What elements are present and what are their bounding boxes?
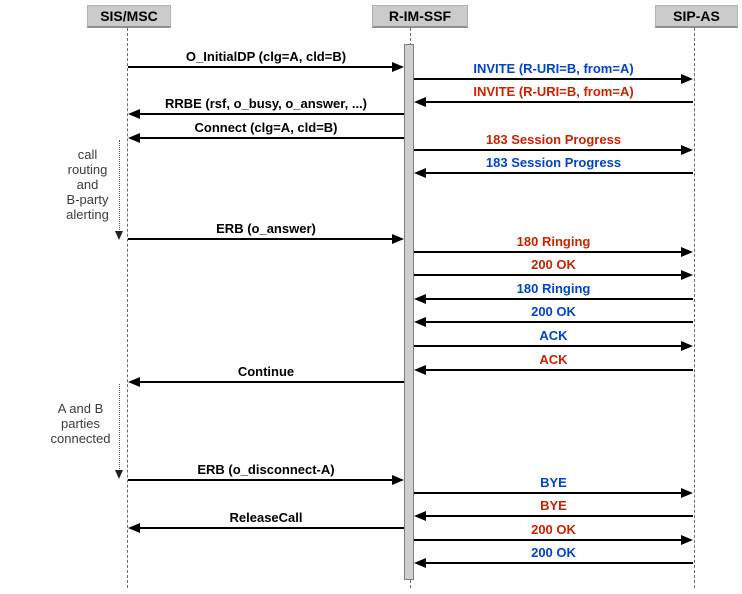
- message-label: 200 OK: [531, 304, 576, 319]
- arrowhead-right-icon: [681, 341, 693, 351]
- message-arrow-line: [139, 137, 404, 139]
- message-label: ACK: [539, 352, 568, 367]
- message-label: 183 Session Progress: [485, 155, 622, 170]
- message-arrow-line: [128, 238, 393, 240]
- message-label: Continue: [237, 364, 295, 379]
- annotation-line: call: [77, 147, 98, 162]
- message-arrow-line: [414, 274, 682, 276]
- arrowhead-left-icon: [128, 133, 140, 143]
- message-label: INVITE (R-URI=B, from=A): [473, 61, 634, 76]
- message-label: 200 OK: [531, 545, 576, 560]
- message-arrow-line: [414, 345, 682, 347]
- message-arrow-line: [425, 172, 693, 174]
- activation-bar: [404, 44, 414, 580]
- arrowhead-down-icon: [115, 231, 123, 240]
- message-label: 200 OK: [531, 257, 576, 272]
- message-arrow-line: [128, 66, 393, 68]
- message-label: 180 Ringing: [516, 281, 591, 296]
- message-arrow-line: [139, 527, 404, 529]
- message-arrow-line: [414, 251, 682, 253]
- message-arrow-line: [414, 149, 682, 151]
- message-label: 200 OK: [531, 522, 576, 537]
- arrowhead-left-icon: [414, 97, 426, 107]
- arrowhead-left-icon: [414, 558, 426, 568]
- annotation-duration-line: [119, 384, 120, 471]
- arrowhead-right-icon: [681, 247, 693, 257]
- lifeline-sis-msc: [127, 28, 128, 588]
- message-label: 180 Ringing: [516, 234, 591, 249]
- message-label: ERB (o_answer): [216, 221, 316, 236]
- actor-box-sip-as: SIP-AS: [655, 5, 738, 28]
- arrowhead-left-icon: [128, 109, 140, 119]
- arrowhead-left-icon: [414, 317, 426, 327]
- annotation-line: alerting: [66, 207, 109, 222]
- arrowhead-left-icon: [128, 377, 140, 387]
- message-label: 183 Session Progress: [485, 132, 622, 147]
- arrowhead-right-icon: [681, 74, 693, 84]
- arrowhead-left-icon: [414, 365, 426, 375]
- arrowhead-left-icon: [414, 168, 426, 178]
- arrowhead-left-icon: [414, 294, 426, 304]
- lifeline-sip-as: [694, 28, 695, 588]
- arrowhead-left-icon: [414, 511, 426, 521]
- annotation-line: connected: [50, 431, 111, 446]
- message-label: RRBE (rsf, o_busy, o_answer, ...): [164, 96, 368, 111]
- annotation-duration-line: [119, 140, 120, 232]
- message-label: BYE: [540, 498, 567, 513]
- message-label: BYE: [540, 475, 567, 490]
- message-arrow-line: [128, 479, 393, 481]
- message-arrow-line: [425, 321, 693, 323]
- message-arrow-line: [414, 78, 682, 80]
- message-label: INVITE (R-URI=B, from=A): [473, 84, 634, 99]
- arrowhead-right-icon: [681, 488, 693, 498]
- annotation-line: B-party: [66, 192, 109, 207]
- actor-box-r-im-ssf: R-IM-SSF: [372, 5, 468, 28]
- message-arrow-line: [425, 515, 693, 517]
- message-arrow-line: [425, 369, 693, 371]
- actor-box-sis-msc: SIS/MSC: [87, 5, 171, 28]
- arrowhead-right-icon: [681, 145, 693, 155]
- message-arrow-line: [139, 381, 404, 383]
- message-label: O_InitialDP (clg=A, cld=B): [185, 49, 347, 64]
- arrowhead-right-icon: [392, 475, 404, 485]
- arrowhead-right-icon: [392, 234, 404, 244]
- arrowhead-right-icon: [681, 270, 693, 280]
- message-label: ReleaseCall: [229, 510, 303, 525]
- message-arrow-line: [425, 101, 693, 103]
- annotation-line: A and B: [57, 401, 104, 416]
- message-arrow-line: [139, 113, 404, 115]
- message-arrow-line: [425, 562, 693, 564]
- message-label: ACK: [539, 328, 568, 343]
- arrowhead-left-icon: [128, 523, 140, 533]
- annotation-line: parties: [60, 416, 101, 431]
- arrowhead-down-icon: [115, 470, 123, 479]
- annotation-line: routing: [67, 162, 108, 177]
- message-label: Connect (clg=A, cld=B): [194, 120, 338, 135]
- message-label: ERB (o_disconnect-A): [197, 462, 335, 477]
- arrowhead-right-icon: [681, 535, 693, 545]
- message-arrow-line: [425, 298, 693, 300]
- annotation-line: and: [76, 177, 99, 192]
- message-arrow-line: [414, 539, 682, 541]
- arrowhead-right-icon: [392, 62, 404, 72]
- message-arrow-line: [414, 492, 682, 494]
